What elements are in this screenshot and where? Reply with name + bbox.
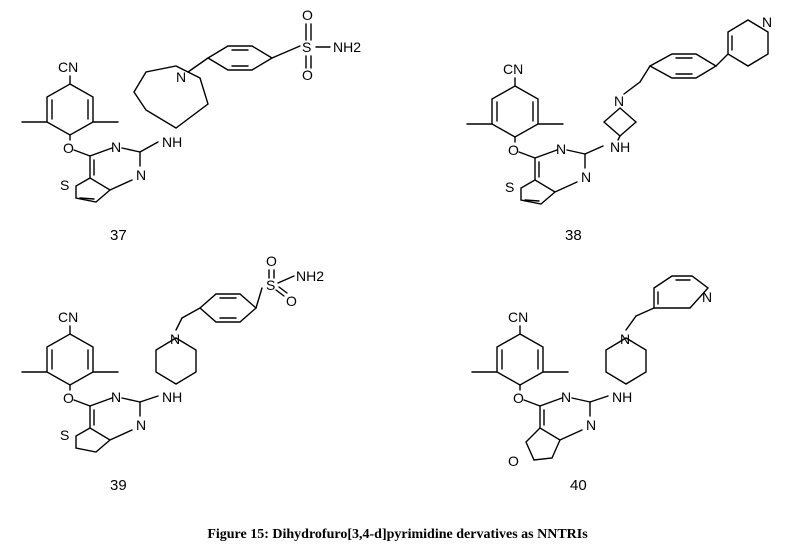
ring-n2-label: N (136, 417, 146, 433)
aryl-ring (496, 333, 544, 386)
compound-number: 39 (110, 477, 127, 494)
compound-number: 38 (565, 227, 582, 244)
ring-n1-label: N (561, 389, 571, 405)
aryl-ring (491, 85, 539, 138)
amine-n-label: N (176, 69, 186, 85)
compound-39: CN O N N S NH N S O O NH2 39 (21, 253, 324, 494)
thiophene-s-label: S (505, 179, 514, 195)
sulfonyl-o2-label: O (286, 293, 297, 309)
piperidine-ring (155, 337, 197, 385)
nh-label: NH (162, 389, 182, 405)
sulfonyl-o1-label: O (266, 253, 277, 269)
nh-label: NH (612, 389, 632, 405)
ether-o-label: O (513, 390, 524, 406)
sulfonyl-s-label: S (302, 39, 311, 55)
thiophene-s-label: S (60, 427, 69, 443)
ring-n2-label: N (581, 169, 591, 185)
thiophene-s-label: S (60, 177, 69, 193)
sulfonyl-o2-label: O (302, 67, 313, 83)
cn-label: CN (503, 61, 523, 77)
compound-40: CN O N N O NH N N 40 (471, 275, 712, 494)
figure-caption: Figure 15: Dihydrofuro[3,4-d]pyrimidine … (207, 527, 588, 542)
pyridine-n-label: N (702, 289, 712, 305)
sulfonyl-s-label: S (266, 277, 275, 293)
dihydrofuran-ring (525, 427, 561, 461)
ether-o-label: O (63, 140, 74, 156)
furan-o-label: O (508, 453, 519, 469)
pyridine-ring (653, 275, 710, 309)
thiophene-ring (75, 177, 111, 203)
ring-n1-label: N (556, 141, 566, 157)
ring-n1-label: N (111, 389, 121, 405)
sulfonyl-o1-label: O (302, 7, 313, 23)
ring-n1-label: N (111, 139, 121, 155)
nh-label: NH (610, 139, 630, 155)
compound-number: 40 (570, 477, 587, 494)
cn-label: CN (58, 59, 78, 75)
compound-38: CN O N N S NH N N 38 (466, 14, 772, 244)
amine-n-label: N (620, 331, 630, 347)
piperidine-ring (605, 337, 647, 385)
aryl-ring (46, 333, 94, 386)
amine-n-label: N (614, 93, 624, 109)
aryl-ring (46, 83, 94, 136)
amine-n-label: N (170, 331, 180, 347)
cn-label: CN (58, 309, 78, 325)
ether-o-label: O (63, 390, 74, 406)
compound-number: 37 (110, 227, 127, 244)
cn-label: CN (508, 309, 528, 325)
ring-n2-label: N (136, 167, 146, 183)
ether-o-label: O (508, 142, 519, 158)
dihydrothiophene-ring (75, 427, 111, 453)
azetidine-ring (602, 107, 638, 137)
ring-n2-label: N (586, 417, 596, 433)
nh2-label: NH2 (333, 39, 361, 55)
nh-label: NH (162, 134, 182, 150)
nh2-label: NH2 (296, 268, 324, 284)
azepane-ring (133, 65, 209, 129)
compound-37: CN O N N S NH N S O O NH2 (21, 7, 361, 244)
pyridine-ring (727, 19, 769, 67)
thiophene-ring (520, 179, 556, 205)
pyridine-n-label: N (762, 14, 772, 30)
